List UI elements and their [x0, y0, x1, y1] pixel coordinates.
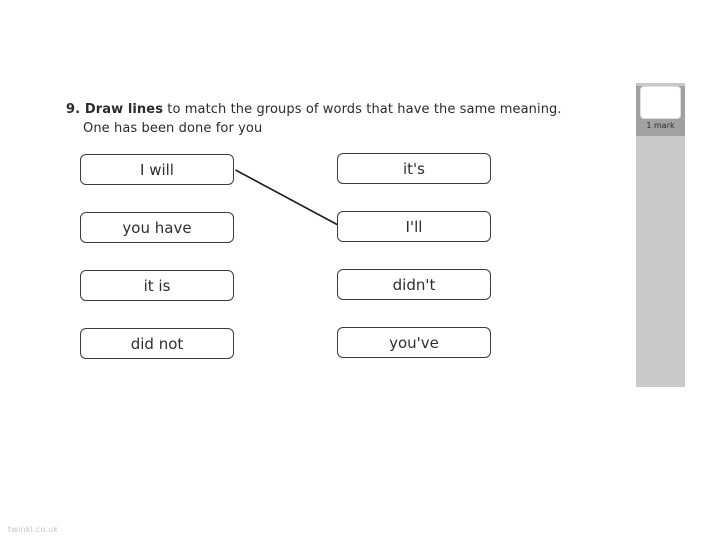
word-box-right-youve[interactable]: you've	[337, 327, 491, 358]
word-box-left-did-not[interactable]: did not	[80, 328, 234, 359]
marks-sidebar-header: 1 mark	[636, 86, 685, 136]
mark-label: 1 mark	[646, 121, 675, 130]
word-box-right-ill[interactable]: I'll	[337, 211, 491, 242]
word-box-left-you-have[interactable]: you have	[80, 212, 234, 243]
word-box-left-it-is[interactable]: it is	[80, 270, 234, 301]
question-number: 9.	[66, 102, 81, 117]
instruction-rest: to match the groups of words that have t…	[163, 102, 562, 117]
mark-entry-box[interactable]	[640, 86, 681, 119]
question-text: 9. Draw lines to match the groups of wor…	[66, 100, 562, 138]
instruction-line2: One has been done for you	[83, 121, 263, 136]
marks-sidebar: 1 mark	[636, 83, 685, 387]
instruction-bold: Draw lines	[80, 102, 164, 117]
watermark: twinkl.co.uk	[8, 525, 59, 534]
word-box-left-i-will[interactable]: I will	[80, 154, 234, 185]
word-box-right-didnt[interactable]: didn't	[337, 269, 491, 300]
word-box-right-its[interactable]: it's	[337, 153, 491, 184]
